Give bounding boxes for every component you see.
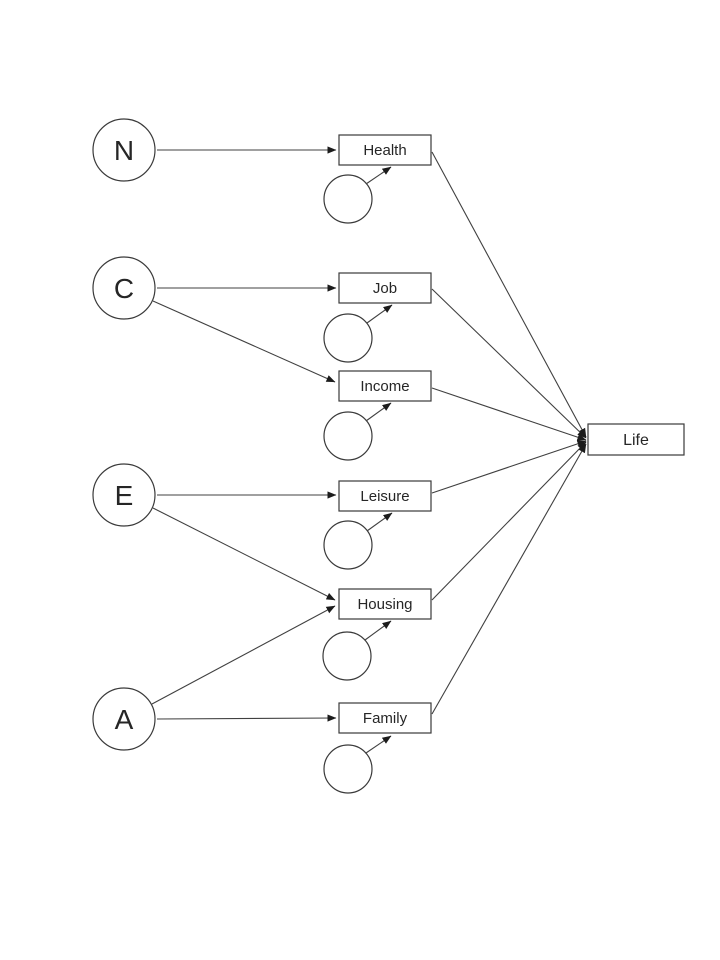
observed-node-leisure xyxy=(338,480,432,512)
observed-node-job xyxy=(338,272,432,304)
error-arrow-job xyxy=(366,304,393,324)
error-housing-circle xyxy=(322,631,372,681)
observed-node-family-label: Family xyxy=(363,710,408,727)
error-family-circle xyxy=(323,744,373,794)
path-leisure-to-life xyxy=(431,440,587,494)
path-housing-to-life xyxy=(431,441,587,601)
observed-node-health xyxy=(338,134,432,166)
error-job-circle xyxy=(323,313,373,363)
error-arrow-health xyxy=(365,166,392,185)
error-arrow-leisure xyxy=(366,512,393,532)
observed-node-income xyxy=(338,370,432,402)
error-arrow-income xyxy=(365,402,392,422)
latent-node-c xyxy=(92,256,156,320)
latent-node-n-label: N xyxy=(114,135,134,166)
observed-node-family xyxy=(338,702,432,734)
latent-node-e xyxy=(92,463,156,527)
error-health-circle xyxy=(323,174,373,224)
latent-node-a-label: A xyxy=(115,704,134,735)
latent-node-e-label: E xyxy=(115,480,134,511)
path-health-to-life xyxy=(431,151,587,438)
path-a-to-family xyxy=(156,714,337,722)
observed-node-housing-label: Housing xyxy=(357,596,412,613)
path-a-to-housing xyxy=(151,605,336,705)
latent-node-a xyxy=(92,687,156,751)
error-leisure-circle xyxy=(323,520,373,570)
observed-node-housing xyxy=(338,588,432,620)
path-e-to-housing xyxy=(152,507,336,601)
observed-node-job-label: Job xyxy=(373,280,397,297)
observed-node-income-label: Income xyxy=(360,378,409,395)
path-income-to-life xyxy=(431,387,587,441)
outcome-node-life-label: Life xyxy=(623,432,649,449)
error-arrow-housing xyxy=(364,620,392,641)
latent-node-c-label: C xyxy=(114,273,134,304)
latent-node-n xyxy=(92,118,156,182)
path-job-to-life xyxy=(431,288,587,439)
observed-node-health-label: Health xyxy=(363,142,406,159)
outcome-node-life xyxy=(587,423,685,456)
path-family-to-life xyxy=(431,443,587,715)
error-income-circle xyxy=(323,411,373,461)
error-arrow-family xyxy=(365,735,392,754)
path-c-to-income xyxy=(152,300,336,383)
observed-node-leisure-label: Leisure xyxy=(360,488,409,505)
